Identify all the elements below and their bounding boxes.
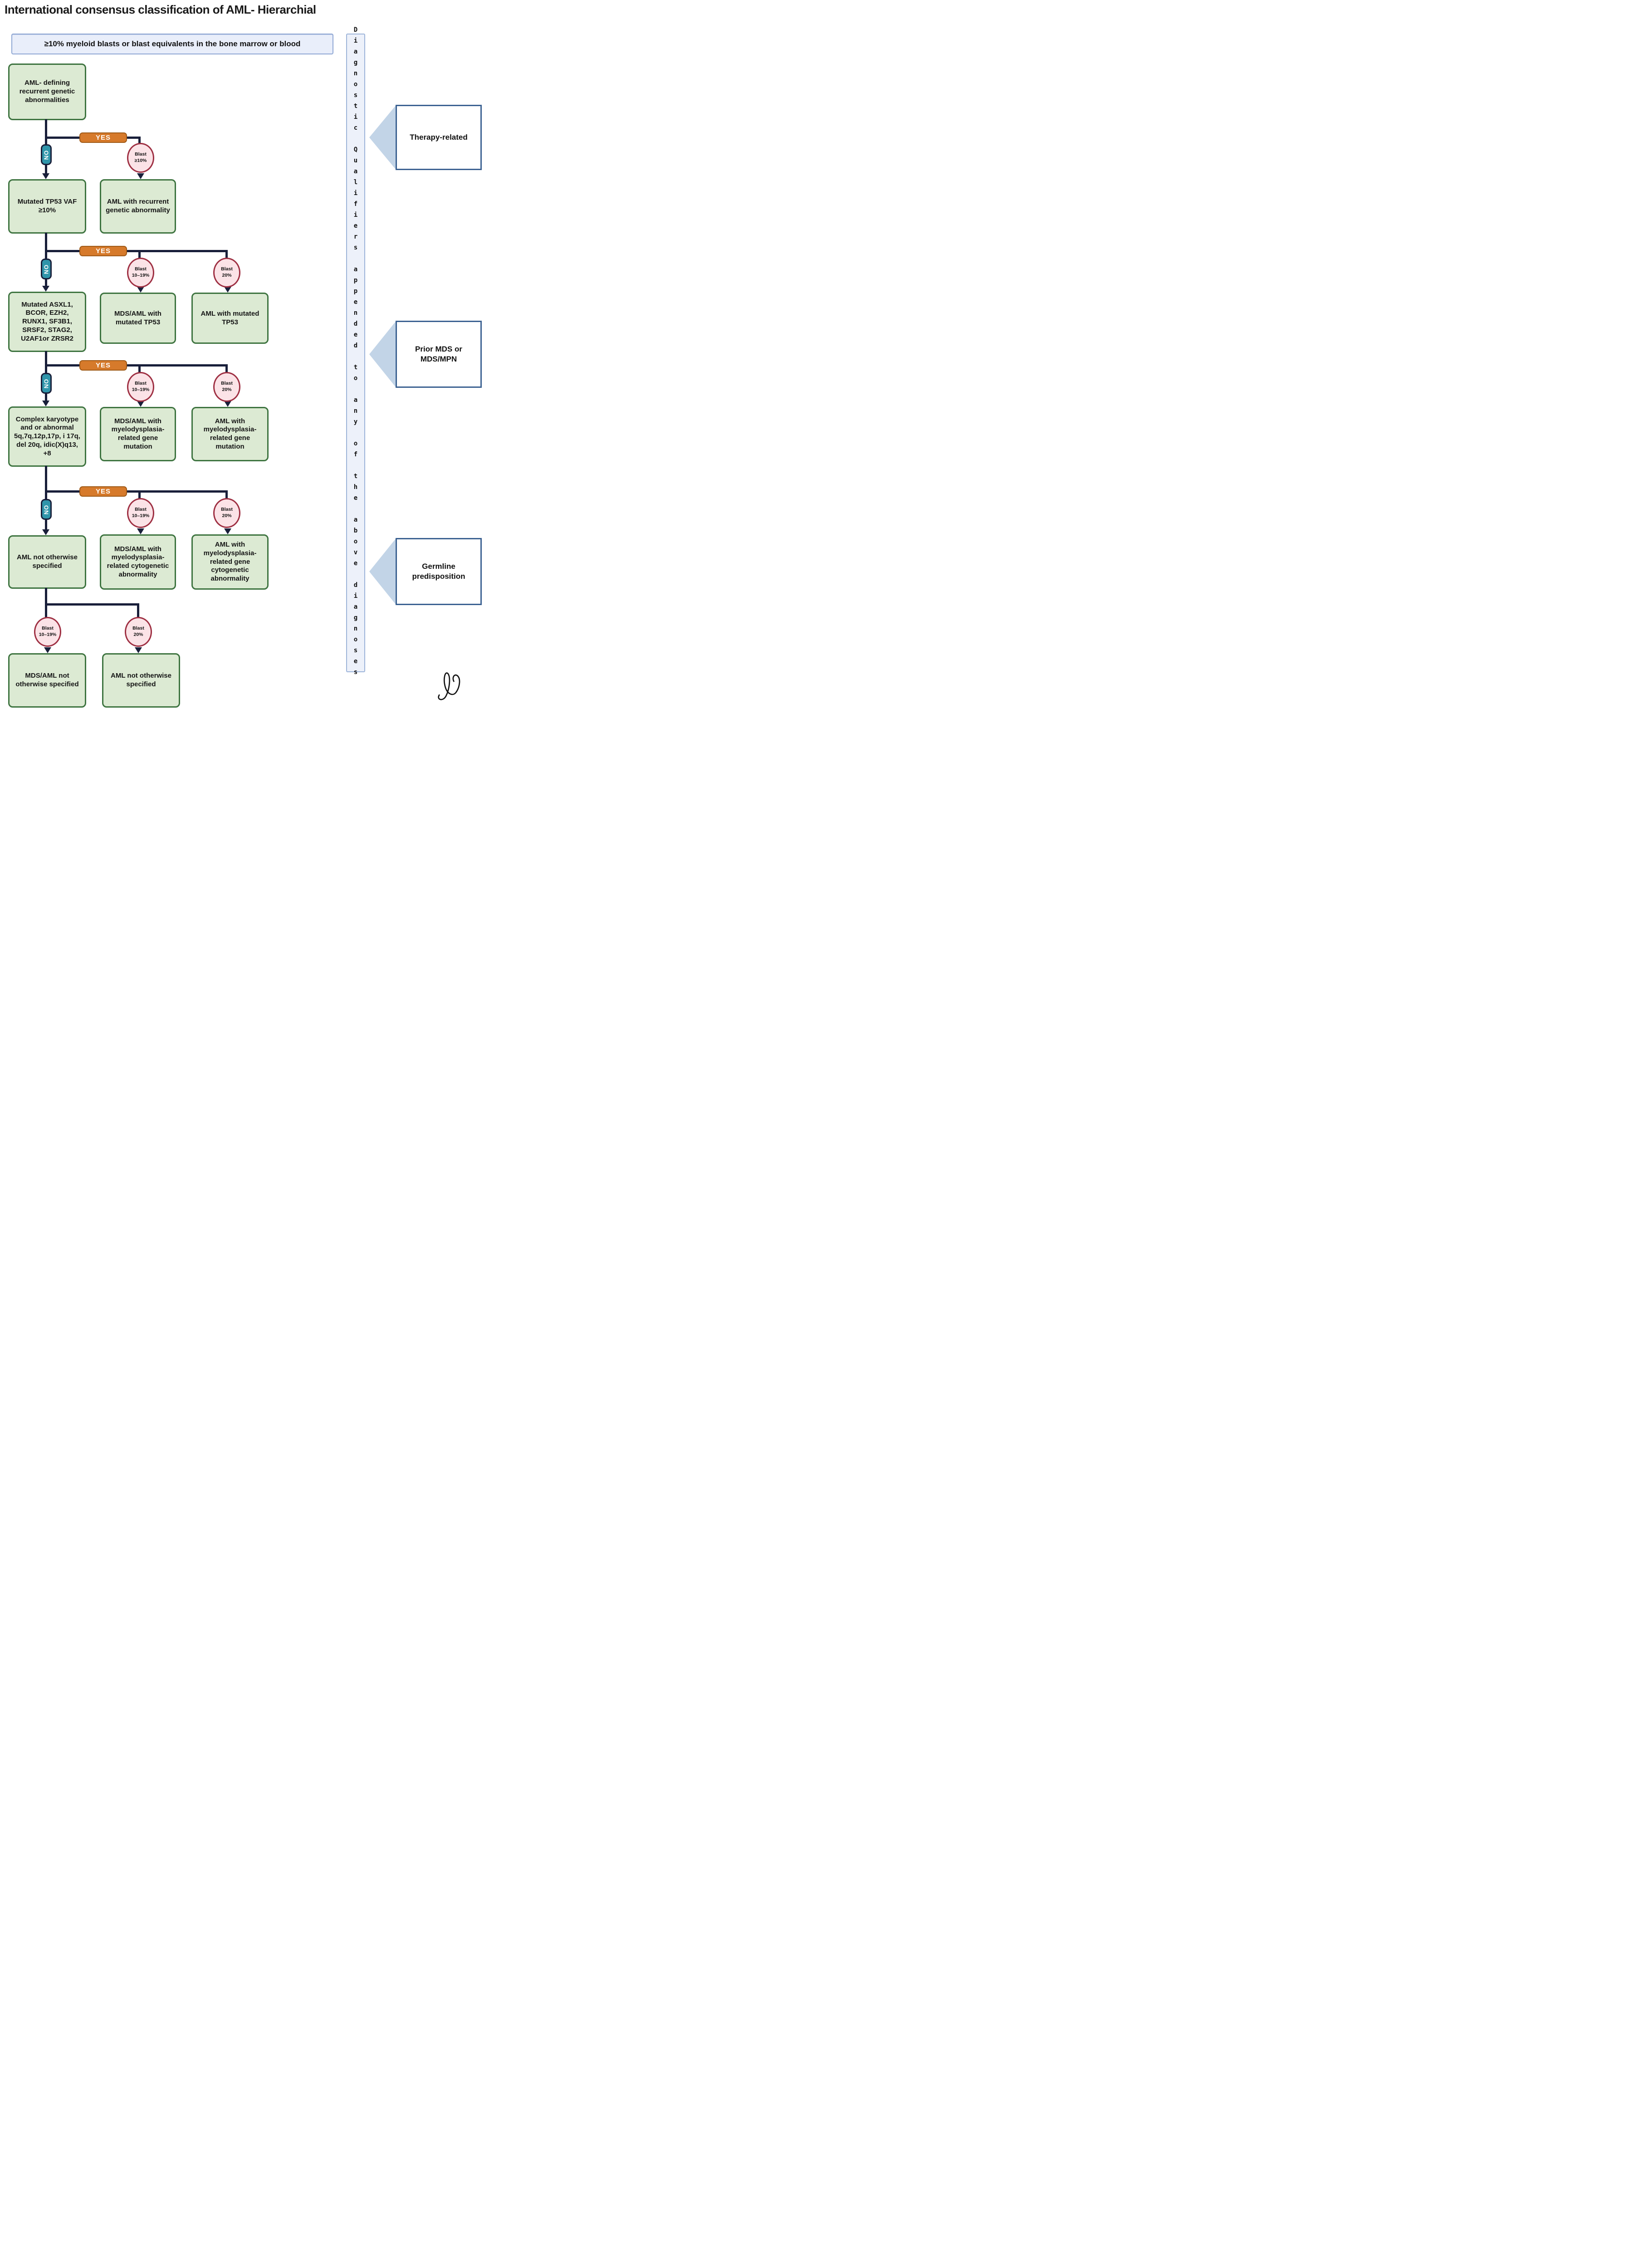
qualifier-strip: Diagnostic Qualifiers appended to any of… <box>346 26 365 679</box>
diagram-canvas: International consensus classification o… <box>0 0 493 724</box>
arrowhead-down-icon <box>137 173 144 179</box>
result-box-aml-mr-cyto: AML with myelodysplasia- related gene cy… <box>191 534 269 590</box>
arrowhead-down-icon <box>42 401 49 406</box>
connector-stub-4b <box>225 491 228 499</box>
result-box-mds-aml-mr-gene: MDS/AML with myelodysplasia-related gene… <box>100 407 176 461</box>
arrowhead-down-icon <box>137 528 144 534</box>
qualifier-strip-text: Diagnostic Qualifiers appended to any of… <box>352 26 359 679</box>
qualifier-prior-mds: Prior MDS or MDS/MPN <box>396 321 482 388</box>
no-badge-4: NO <box>41 499 52 520</box>
arrowhead-down-icon <box>42 173 49 179</box>
blast-circle-20: Blast 20% <box>125 617 152 647</box>
connector-stub-3b <box>225 365 228 373</box>
qualifier-therapy-related: Therapy-related <box>396 105 482 170</box>
connector-vertical-4 <box>45 466 47 530</box>
pennant-triangle-icon <box>369 539 396 604</box>
decision-box-aml-nos: AML not otherwise specified <box>8 535 86 589</box>
arrowhead-down-icon <box>44 647 51 653</box>
blast-circle-10-19: Blast 10–19% <box>34 617 61 647</box>
blast-circle-10-19: Blast 10–19% <box>127 372 154 402</box>
result-box-mds-aml-tp53: MDS/AML with mutated TP53 <box>100 293 176 344</box>
yes-badge-1: YES <box>79 132 127 143</box>
arrowhead-down-icon <box>42 286 49 292</box>
yes-badge-2: YES <box>79 246 127 256</box>
connector-stub-2a <box>138 251 141 259</box>
no-badge-3: NO <box>41 373 52 394</box>
blast-circle-20: Blast 20% <box>213 258 240 288</box>
no-badge-2: NO <box>41 259 52 279</box>
decision-box-tp53: Mutated TP53 VAF ≥10% <box>8 179 86 234</box>
result-box-mds-aml-mr-cyto: MDS/AML with myelodysplasia- related cyt… <box>100 534 176 590</box>
pennant-triangle-icon <box>369 106 396 169</box>
connector-yes-4 <box>46 490 228 493</box>
connector-stub-2b <box>225 251 228 259</box>
arrowhead-down-icon <box>224 528 231 534</box>
signature-scribble-icon <box>438 672 460 700</box>
connector-yes-3 <box>46 364 228 367</box>
no-badge-1: NO <box>41 144 52 165</box>
blast-circle-20: Blast 20% <box>213 372 240 402</box>
connector-bottom-branch <box>46 603 139 606</box>
connector-yes-2 <box>46 250 228 252</box>
page-title: International consensus classification o… <box>5 3 316 16</box>
arrowhead-down-icon <box>224 401 231 407</box>
connector-stub-3a <box>138 365 141 373</box>
arrowhead-down-icon <box>137 287 144 293</box>
decision-box-gene-mutations: Mutated ASXL1, BCOR, EZH2, RUNX1, SF3B1,… <box>8 292 86 352</box>
blast-circle-20: Blast 20% <box>213 498 240 528</box>
arrowhead-down-icon <box>137 401 144 407</box>
qualifier-germline: Germline predisposition <box>396 538 482 605</box>
decision-box-complex-karyotype: Complex karyotype and or abnormal 5q,7q,… <box>8 406 86 467</box>
blast-circle-10-19: Blast 10–19% <box>127 258 154 288</box>
yes-badge-3: YES <box>79 360 127 371</box>
result-box-aml-tp53: AML with mutated TP53 <box>191 293 269 344</box>
blast-circle-ge10: Blast ≥10% <box>127 143 154 173</box>
pennant-triangle-icon <box>369 322 396 387</box>
result-box-aml-nos: AML not otherwise specified <box>102 653 180 708</box>
result-box-aml-mr-gene: AML with myelodysplasia-related gene mut… <box>191 407 269 461</box>
arrowhead-down-icon <box>224 287 231 293</box>
result-box-mds-aml-nos: MDS/AML not otherwise specified <box>8 653 86 708</box>
connector-stub-1a <box>138 137 141 144</box>
arrowhead-down-icon <box>42 529 49 535</box>
decision-box-aml-defining: AML- defining recurrent genetic abnormal… <box>8 64 86 120</box>
connector-stub-4a <box>138 491 141 499</box>
result-box-aml-recurrent: AML with recurrent genetic abnormality <box>100 179 176 234</box>
yes-badge-4: YES <box>79 486 127 497</box>
connector-stub-5b <box>137 604 139 618</box>
arrowhead-down-icon <box>135 647 142 653</box>
blast-circle-10-19: Blast 10–19% <box>127 498 154 528</box>
criteria-banner: ≥10% myeloid blasts or blast equivalents… <box>11 34 333 54</box>
